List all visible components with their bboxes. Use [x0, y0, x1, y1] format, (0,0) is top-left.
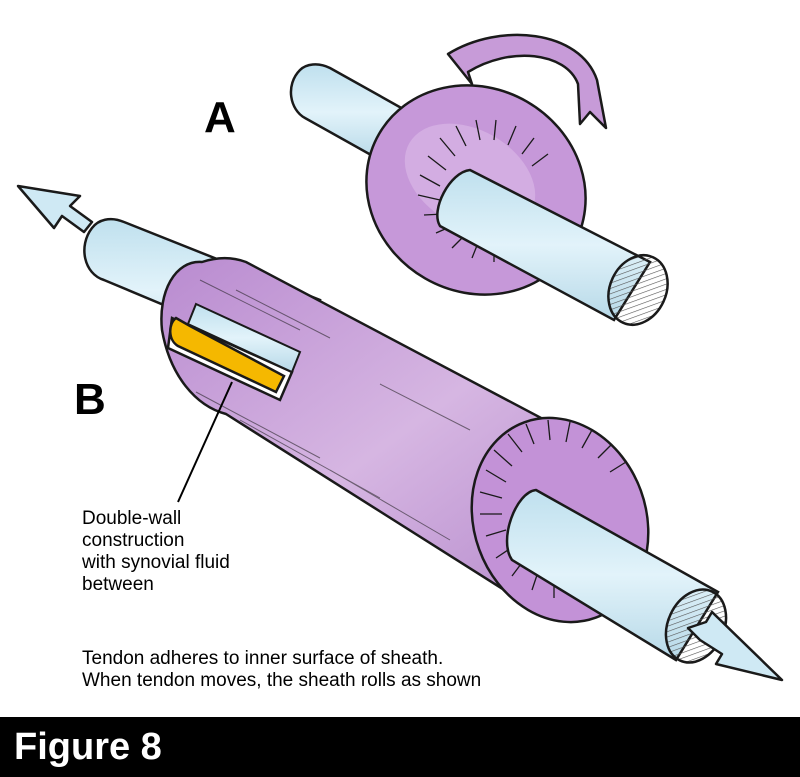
tendon-b-in-slit [186, 302, 302, 374]
tendon-a-front [436, 168, 652, 322]
figure-title-bar: Figure 8 [0, 717, 800, 777]
tendon-b-front [505, 488, 720, 662]
synovial-fluid-layer [169, 316, 286, 394]
callout-line: between [82, 574, 154, 595]
drawing-a [289, 33, 669, 326]
drawing-b [16, 184, 784, 682]
caption-line: Tendon adheres to inner surface of sheat… [82, 648, 444, 669]
pull-arrow-right [686, 610, 784, 682]
tendon-sheath-diagram [16, 33, 784, 682]
callout-line: with synovial fluid [82, 552, 230, 573]
rotation-arrow [446, 33, 608, 130]
callout-line: construction [82, 530, 185, 551]
sheath-b-texture [195, 279, 471, 541]
figure-title: Figure 8 [14, 726, 162, 768]
caption-line: When tendon moves, the sheath rolls as s… [82, 670, 482, 691]
pull-arrow-left [16, 184, 94, 234]
label-b: B [74, 375, 106, 424]
callout-text: Double-wall construction with synovial f… [82, 508, 230, 596]
callout-leader [177, 381, 233, 503]
callout-line: Double-wall [82, 508, 182, 529]
caption: Tendon adheres to inner surface of sheat… [82, 648, 481, 692]
tendon-a-cut-end [607, 254, 669, 326]
label-a: A [204, 93, 236, 142]
